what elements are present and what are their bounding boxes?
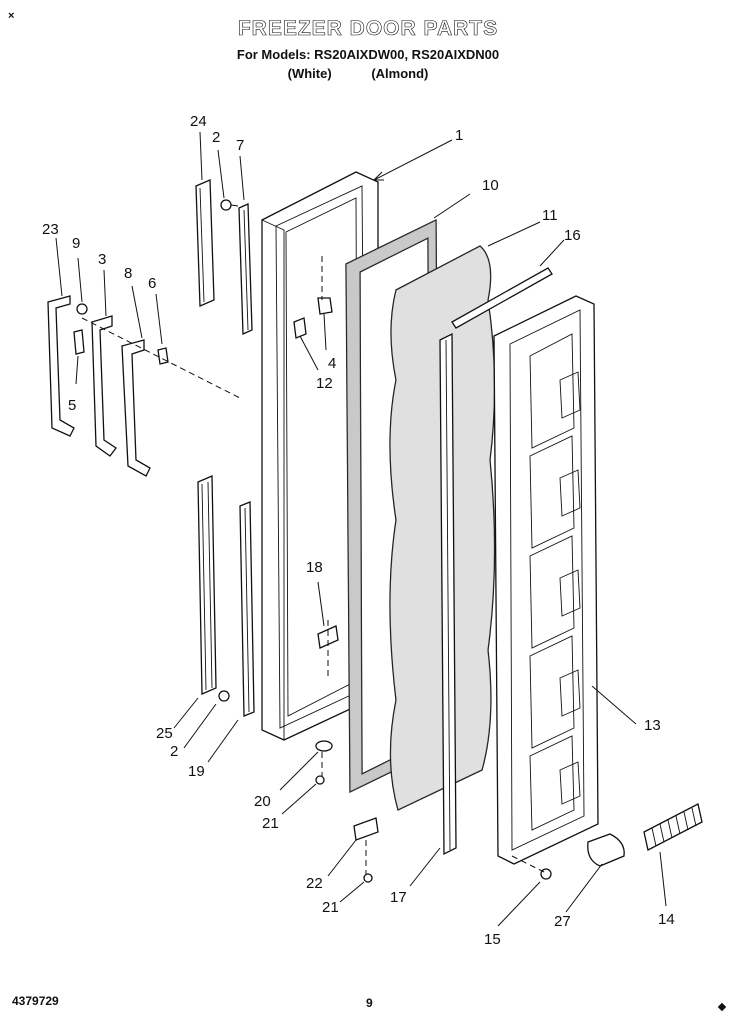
part-20-hinge-bushing <box>315 740 333 752</box>
part-27-bracket <box>587 833 625 867</box>
part-18-bracket <box>317 625 339 649</box>
callout-21-lower: 21 <box>322 899 339 916</box>
callout-2-bottom: 2 <box>170 743 178 760</box>
callout-18: 18 <box>306 559 323 576</box>
part-17-side-rail <box>439 332 457 856</box>
part-21-screw-lower <box>363 873 373 883</box>
callout-5: 5 <box>68 397 76 414</box>
part-9-screw <box>76 303 88 315</box>
callout-8: 8 <box>124 265 132 282</box>
part-15-screw <box>540 868 552 880</box>
callout-4: 4 <box>328 355 336 372</box>
callout-21-upper: 21 <box>262 815 279 832</box>
callout-24: 24 <box>190 113 207 130</box>
callout-20: 20 <box>254 793 271 810</box>
page-title: FREEZER DOOR PARTS <box>237 17 499 41</box>
part-13-door-liner <box>493 295 599 865</box>
callout-22: 22 <box>306 875 323 892</box>
part-4-plug <box>317 297 333 315</box>
callout-25: 25 <box>156 725 173 742</box>
part-16-top-rail <box>451 267 553 329</box>
callout-15: 15 <box>484 931 501 948</box>
part-5-clip <box>73 329 85 355</box>
callout-2-top: 2 <box>212 129 220 146</box>
part-8-handle-bracket <box>121 339 151 477</box>
callout-6: 6 <box>148 275 156 292</box>
top-left-mark: × <box>8 10 15 22</box>
callout-13: 13 <box>644 717 661 734</box>
part-22-hinge-bracket <box>353 817 379 841</box>
page-number: 9 <box>366 996 373 1010</box>
part-7-top-strip <box>238 203 253 335</box>
part-23-handle <box>47 295 75 437</box>
callout-10: 10 <box>482 177 499 194</box>
callout-11: 11 <box>542 207 558 224</box>
callout-14: 14 <box>658 911 675 928</box>
callout-9: 9 <box>72 235 80 252</box>
part-2-screw-bottom <box>218 690 230 702</box>
callout-19: 19 <box>188 763 205 780</box>
color-variants: (White) (Almond) <box>0 66 736 81</box>
callout-23: 23 <box>42 221 59 238</box>
callout-3: 3 <box>98 251 106 268</box>
part-6-clip <box>157 347 169 365</box>
part-2-screw-top <box>220 199 239 211</box>
callout-12: 12 <box>316 375 333 392</box>
part-3-handle-bracket <box>91 315 117 457</box>
callout-17: 17 <box>390 889 407 906</box>
color-almond: (Almond) <box>371 66 429 81</box>
part-24-top-handle-trim <box>195 179 215 307</box>
part-14-grille <box>643 803 703 851</box>
part-21-screw-upper <box>315 775 325 785</box>
callout-labels: 1 10 11 16 24 2 7 23 9 3 8 6 5 4 12 18 1… <box>42 113 675 948</box>
model-numbers: For Models: RS20AIXDW00, RS20AIXDN00 <box>236 47 500 62</box>
callout-1: 1 <box>455 127 463 144</box>
callout-27: 27 <box>554 913 571 930</box>
part-12-clip <box>293 317 307 339</box>
color-white: (White) <box>287 66 332 81</box>
callout-7: 7 <box>236 137 244 154</box>
leader-lines <box>55 131 667 927</box>
document-number: 4379729 <box>12 994 59 1008</box>
part-25-bottom-handle-trim <box>197 475 217 695</box>
callout-16: 16 <box>564 227 581 244</box>
part-19-bottom-strip <box>239 501 255 717</box>
